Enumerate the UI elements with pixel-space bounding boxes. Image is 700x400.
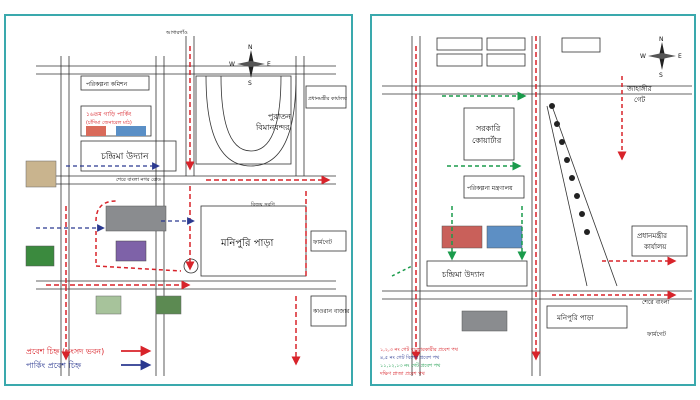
chandrima-udyan-label: চন্দ্রিমা উদ্যান — [100, 150, 149, 162]
agargaon-label: আগারগাঁও — [165, 29, 188, 36]
right-chandrima-label: চন্দ্রিমা উদ্যান — [441, 269, 484, 279]
parking-photo-2 — [116, 126, 146, 136]
right-bottom-photo — [461, 310, 508, 332]
parking-16-label: ১৬তম গাড়ি পার্কিং — [86, 111, 132, 118]
farmgate-block — [310, 230, 347, 252]
parliament-photo — [105, 205, 167, 232]
right-photo-1 — [441, 225, 483, 249]
left-compass-n: N — [248, 44, 253, 51]
jahangir-gate-label-2: গেট — [634, 95, 645, 104]
right-manipuri-block — [546, 305, 628, 329]
right-map-svg: সরকারি কোয়ার্টার পরিকল্পনা মন্ত্রণালয় … — [379, 36, 692, 377]
left-compass-s: S — [248, 80, 252, 87]
right-farmgate-label: ফার্মগেট — [646, 330, 667, 338]
left-legend: প্রবেশ চিহ্ন (সংসদ ভবন) পার্কিং প্রবেশ চ… — [26, 345, 152, 371]
left-compass: N S E W — [229, 44, 271, 87]
road-network — [36, 36, 336, 376]
manipuri-para-label: মনিপুরি পাড়া — [220, 237, 275, 249]
right-compass-s: S — [659, 72, 663, 79]
parking-route-blue — [36, 162, 195, 232]
right-block-c — [486, 37, 526, 51]
pm-office-block — [305, 85, 347, 109]
right-red-routes — [411, 36, 677, 361]
right-pm-office-label-2: কার্যালয় — [643, 243, 667, 251]
right-legend-entry-3: ১১,১২,১৩ নং গেট প্রবেশ পথ — [380, 362, 441, 369]
parking-photo-1 — [86, 126, 106, 136]
right-compass: N S E W — [640, 36, 682, 79]
govt-quarter-block — [463, 107, 515, 161]
right-block-a — [436, 37, 483, 51]
left-legend-entry-2: পার্কিং প্রবেশ চিহ্ন — [26, 361, 82, 370]
right-pm-office-block — [631, 225, 688, 257]
right-pm-office-label-1: প্রধানমন্ত্রীর — [637, 231, 667, 240]
right-legend-entry-4: দক্ষিণ প্লাজা প্রবেশ পথ — [379, 371, 426, 377]
gate-markers — [549, 103, 590, 235]
bottom-photo-1 — [95, 295, 122, 315]
right-compass-w: W — [640, 53, 646, 60]
old-airport-block — [195, 75, 292, 165]
right-photo-2 — [486, 225, 523, 249]
planning-commission-label: পরিকল্পনা কমিশন — [86, 81, 128, 88]
govt-quarter-label-2: কোয়ার্টার — [472, 135, 502, 145]
right-chandrima-block — [426, 260, 528, 287]
bottom-photo-2 — [155, 295, 182, 315]
right-legend: ১,২,৩ নং গেট ব্যবহারকারীর প্রবেশ পথ ৪,৫ … — [379, 346, 459, 377]
right-block-b — [436, 53, 483, 67]
chandrima-udyan-block — [80, 140, 177, 172]
right-compass-e: E — [678, 53, 682, 60]
karwan-bazar-block — [310, 295, 347, 327]
left-landmark-photo — [25, 160, 57, 188]
planning-commission-block — [80, 75, 150, 91]
parikalpana-block — [463, 175, 525, 199]
right-manipuri-label: মনিপুরি পাড়া — [556, 314, 595, 322]
right-legend-entry-2: ৪,৫ নং গেট বিশেষ প্রবেশ পথ — [380, 354, 440, 361]
farmgate-label: ফার্মগেট — [312, 238, 333, 246]
right-block-d — [486, 53, 526, 67]
right-compass-n: N — [659, 36, 664, 43]
left-compass-e: E — [267, 61, 271, 68]
pm-office-label: প্রধানমন্ত্রীর কার্যালয় — [308, 95, 348, 102]
right-map-panel: সরকারি কোয়ার্টার পরিকল্পনা মন্ত্রণালয় … — [370, 14, 696, 386]
right-legend-entry-1: ১,২,৩ নং গেট ব্যবহারকারীর প্রবেশ পথ — [380, 346, 459, 353]
left-map-svg: পুরাতন বিমানবন্দর পরিকল্পনা কমিশন প্রধান… — [25, 29, 350, 376]
sher-e-bangla-road-label: শেরে বাংলা নগর রোড — [116, 177, 161, 183]
govt-quarter-label-1: সরকারি — [475, 124, 501, 133]
right-road-network — [382, 36, 692, 376]
green-field-photo — [25, 245, 55, 267]
old-airport-label-1: পুরাতন — [268, 112, 291, 121]
parking-16-sublabel: (চাঁদিমা জেনারেল মাঠ) — [86, 119, 132, 126]
right-sher-e-bangla-label: শেরে বাংলা — [642, 299, 670, 306]
karwan-bazar-label: কাওরান বাজার — [312, 308, 350, 315]
parliament-plaza — [115, 240, 147, 262]
jahangir-gate-label-1: জাহাঙ্গীর — [626, 84, 652, 93]
parikalpana-label: পরিকল্পনা মন্ত্রণালয় — [467, 185, 513, 192]
left-legend-entry-1: প্রবেশ চিহ্ন (সংসদ ভবন) — [26, 347, 104, 356]
entry-route-red — [46, 46, 331, 366]
old-airport-label-2: বিমানবন্দর — [255, 123, 290, 132]
right-block-e — [561, 37, 601, 53]
bijoy-sarani-label: বিজয় সরণি — [250, 202, 276, 208]
right-green-routes — [391, 91, 527, 277]
left-compass-w: W — [229, 61, 235, 68]
roundabout — [183, 258, 199, 274]
left-map-panel: পুরাতন বিমানবন্দর পরিকল্পনা কমিশন প্রধান… — [4, 14, 353, 386]
